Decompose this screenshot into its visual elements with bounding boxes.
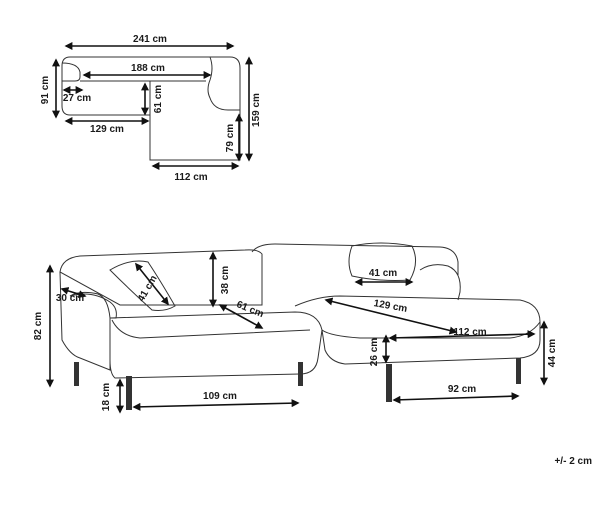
seat-top-edge — [111, 319, 311, 339]
label-backrest-height: 38 cm — [220, 266, 231, 294]
label-chaise-width: 112 cm — [174, 172, 207, 183]
label-chaise-length: 159 cm — [251, 93, 262, 127]
plan-left-arm — [61, 62, 81, 82]
left-arm — [59, 271, 111, 371]
backrest — [59, 249, 263, 306]
label-chaise-leg-span: 92 cm — [448, 384, 476, 395]
label-leg-height: 18 cm — [101, 383, 112, 411]
label-seat-height: 44 cm — [547, 339, 558, 367]
label-seat-thickness: 26 cm — [369, 338, 380, 366]
leg-mid — [298, 362, 303, 386]
label-total-height: 82 cm — [33, 312, 44, 340]
leg-back-right — [516, 358, 521, 384]
label-seat-depth: 61 cm — [235, 299, 266, 320]
arrow-seat-width — [132, 399, 300, 411]
plan-view: 241 cm 188 cm 91 cm 27 cm 61 cm 159 cm 7… — [40, 34, 262, 183]
tolerance-note: +/- 2 cm — [554, 456, 592, 467]
plan-right-arm — [207, 56, 240, 111]
right-arm — [419, 264, 461, 301]
label-arm-width: 27 cm — [63, 93, 91, 104]
chaise-front — [321, 322, 541, 365]
label-seat-section-width: 129 cm — [90, 124, 124, 135]
leg-back-left — [74, 362, 79, 386]
label-plan-seat-depth: 61 cm — [153, 85, 164, 113]
label-seat-width: 109 cm — [203, 391, 237, 402]
label-chaise-seat-width: 112 cm — [453, 327, 486, 338]
seat-block — [109, 311, 323, 379]
arrow-chaise-seat-length — [324, 297, 458, 335]
backrest-right — [251, 243, 459, 275]
label-chaise-extension: 79 cm — [225, 124, 236, 152]
leg-front-left — [126, 376, 132, 410]
arrow-chaise-leg-span — [392, 392, 520, 404]
label-inner-width: 188 cm — [131, 63, 165, 74]
label-total-width: 241 cm — [133, 34, 167, 45]
arrow-cushion — [135, 262, 169, 306]
plan-outline — [61, 56, 241, 161]
chaise-top — [294, 295, 541, 339]
arrow-arm-height — [60, 287, 87, 298]
leg-front-right — [386, 364, 392, 402]
label-chaise-cushion: 41 cm — [369, 268, 397, 279]
label-arm-height: 30 cm — [56, 293, 84, 304]
label-depth: 91 cm — [40, 76, 51, 104]
arrow-chaise-seat-width — [388, 330, 536, 342]
perspective-view: 82 cm 30 cm 41 cm 38 cm 61 cm 41 cm 129 … — [33, 242, 558, 414]
arrow-seat-depth — [218, 304, 264, 329]
